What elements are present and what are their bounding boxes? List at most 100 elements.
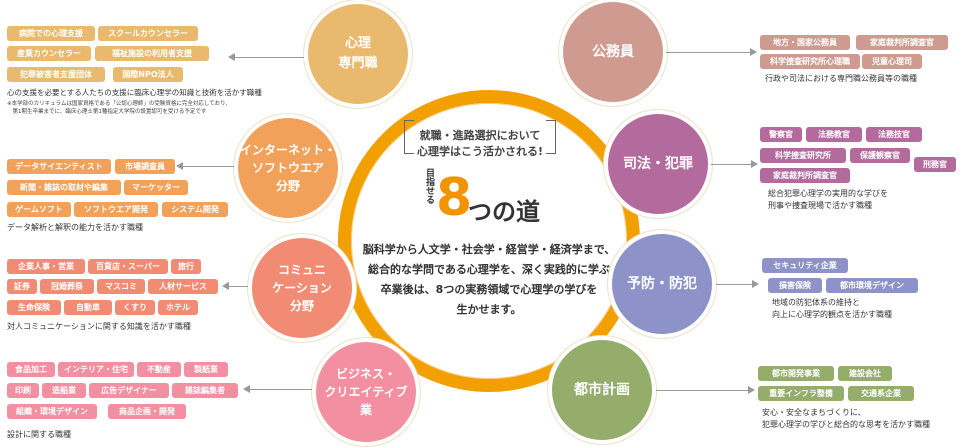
tag-civil: 家庭裁判所調査官: [856, 35, 948, 50]
tag-business: 商品企画・開発: [108, 404, 186, 419]
desc-line: 刑事や捜査現場で活かす職種: [768, 201, 872, 210]
tag-business: 組織・環境デザイン: [7, 404, 97, 419]
tag-psychology: 国際NPO法人: [113, 67, 183, 82]
desc-line: データ解析と解釈の能力を活かす職種: [7, 223, 143, 232]
connector-business: [249, 389, 312, 390]
center-title-rest: つの道: [468, 198, 540, 226]
tag-urban: 建設会社: [838, 366, 892, 381]
tag-business: 造船業: [42, 383, 86, 398]
note-psychology: ※本学部のカリキュラムは国家資格である「公認心理師」の受験資格に完全対応しており…: [7, 101, 231, 116]
desc-internet: データ解析と解釈の能力を活かす職種: [7, 222, 143, 234]
tag-communication: 企業人事・営業: [7, 259, 85, 274]
desc-line: 心の支援を必要とする人たちの支援に臨床心理学の知識と技術を活かす職種: [7, 88, 262, 97]
tag-business: インテリア・住宅: [58, 362, 134, 377]
tag-psychology: 犯罪被害者支援団体: [7, 67, 105, 82]
center-subtitle-line: 心理学はこう活かされる!: [416, 145, 544, 158]
center-subtitle: 就職・進路選択において 心理学はこう活かされる!: [400, 128, 560, 160]
node-label-line: クリエイティブ: [324, 385, 408, 399]
tag-communication: マスコミ: [97, 279, 145, 294]
desc-line: 設計に関する職種: [7, 430, 71, 439]
tag-business: 印刷: [7, 383, 39, 398]
tag-communication: 生命保険: [7, 300, 61, 315]
tag-internet: 市場調査員: [115, 159, 175, 174]
node-civil-service[interactable]: 公務員: [563, 2, 663, 102]
node-business[interactable]: ビジネス・ クリエイティブ 業: [316, 342, 416, 442]
tag-justice: 刑務官: [914, 157, 956, 172]
desc-line: 犯罪心理学の学びと総合的な思考を活かす職種: [762, 420, 930, 429]
tag-civil: 科学捜査研究所心理職: [760, 54, 860, 69]
node-label-line: 業: [359, 403, 372, 417]
desc-line: 地域の防犯体系の維持と: [772, 298, 860, 307]
tag-communication: くすり: [115, 300, 155, 315]
node-label-line: 都市計画: [574, 382, 630, 398]
tag-psychology: スクールカウンセラー: [98, 26, 198, 41]
desc-line: 向上に心理学的観点を活かす職種: [772, 310, 892, 319]
center-ring-inner: [351, 103, 627, 379]
node-prevention[interactable]: 予防・防犯: [612, 234, 712, 334]
connector-civil: [666, 52, 750, 53]
tag-prevention: 都市環境デザイン: [826, 278, 918, 293]
tag-internet: データサイエンティスト: [7, 159, 111, 174]
connector-urban: [656, 390, 748, 391]
node-label-line: ビジネス・: [335, 367, 396, 381]
arrow-left-icon: [228, 53, 235, 61]
arrow-left-icon: [176, 162, 183, 170]
tag-business: 雑誌編集者: [172, 383, 238, 398]
tag-urban: 交通系企業: [848, 386, 914, 401]
node-urban-planning[interactable]: 都市計画: [552, 340, 652, 440]
tag-prevention: 損害保険: [768, 278, 822, 293]
desc-civil: 行政や司法における専門職公務員等の職種: [765, 73, 917, 85]
node-justice[interactable]: 司法・犯罪: [608, 114, 708, 214]
tag-urban: 重要インフラ整備: [758, 386, 844, 401]
desc-justice: 総合犯罪心理学の実用的な学びを 刑事や捜査現場で活かす職種: [768, 188, 888, 212]
desc-line: 安心・安全なまちづくりに、: [762, 408, 866, 417]
node-internet[interactable]: インターネット・ ソフトウエア 分野: [238, 118, 338, 218]
tag-business: 広告デザイナー: [89, 383, 169, 398]
right-bracket: [546, 120, 556, 154]
tag-communication: 自動車: [64, 300, 112, 315]
node-label-line: ケーション: [272, 281, 332, 295]
tag-communication: 冠婚葬祭: [40, 279, 94, 294]
tag-justice: 法務教官: [806, 127, 862, 142]
center-description: 脳科学から人文学・社会学・経営学・経済学まで、 総合的な学問である心理学を、深く…: [355, 240, 623, 320]
tag-psychology: 産業カウンセラー: [7, 46, 91, 61]
tag-communication: 百貨店・スーパー: [88, 259, 168, 274]
tag-business: 製紙業: [184, 362, 228, 377]
center-subtitle-line: 就職・進路選択において: [419, 129, 541, 142]
tag-civil: 地方・国家公務員: [760, 35, 850, 50]
tag-justice: 警察官: [760, 127, 802, 142]
desc-line: 総合犯罪心理学の実用的な学びを: [768, 189, 888, 198]
connector-internet: [182, 166, 234, 167]
desc-urban: 安心・安全なまちづくりに、 犯罪心理学の学びと総合的な思考を活かす職種: [762, 407, 930, 431]
connector-prevention: [716, 284, 752, 285]
desc-business: 設計に関する職種: [7, 429, 71, 441]
tag-internet: ゲームソフト: [7, 202, 71, 217]
node-label-line: 公務員: [592, 44, 634, 60]
tag-communication: 人材サービス: [148, 279, 218, 294]
tag-internet: マーケッター: [124, 180, 188, 195]
tag-internet: システム開発: [162, 202, 228, 217]
tag-civil: 児童心理司: [862, 54, 922, 69]
tag-communication: 証券: [7, 279, 37, 294]
tag-business: 食品加工: [7, 362, 55, 377]
node-label-line: インターネット・: [239, 143, 336, 157]
tag-prevention: セキュリティ企業: [762, 258, 848, 273]
tag-urban: 都市開発事業: [758, 366, 834, 381]
node-communication[interactable]: コミュニ ケーション 分野: [252, 238, 352, 338]
mezaseru-label: 目指せる: [424, 168, 434, 204]
tag-communication: 旅行: [171, 259, 201, 274]
node-psychology[interactable]: 心理 専門職: [308, 4, 408, 104]
tag-psychology: 病院での心理支援: [7, 26, 95, 41]
note-line: ※本学部のカリキュラムは国家資格である「公認心理師」の受験資格に完全対応しており…: [7, 101, 231, 107]
center-description-line: 脳科学から人文学・社会学・経営学・経済学まで、: [362, 243, 616, 256]
arrow-right-icon: [751, 160, 758, 168]
node-label-line: 司法・犯罪: [623, 156, 693, 172]
connector-psychology: [234, 57, 304, 58]
tag-psychology: 福祉施設の利用者支援: [95, 46, 209, 61]
desc-prevention: 地域の防犯体系の維持と 向上に心理学的観点を活かす職種: [772, 297, 892, 321]
center-description-line: 総合的な学問である心理学を、深く実践的に学ぶ: [368, 263, 610, 276]
center-number: 8: [436, 168, 473, 228]
tag-business: 不動産: [137, 362, 181, 377]
node-label-line: コミュニ: [277, 263, 326, 277]
desc-line: 行政や司法における専門職公務員等の職種: [765, 74, 917, 83]
